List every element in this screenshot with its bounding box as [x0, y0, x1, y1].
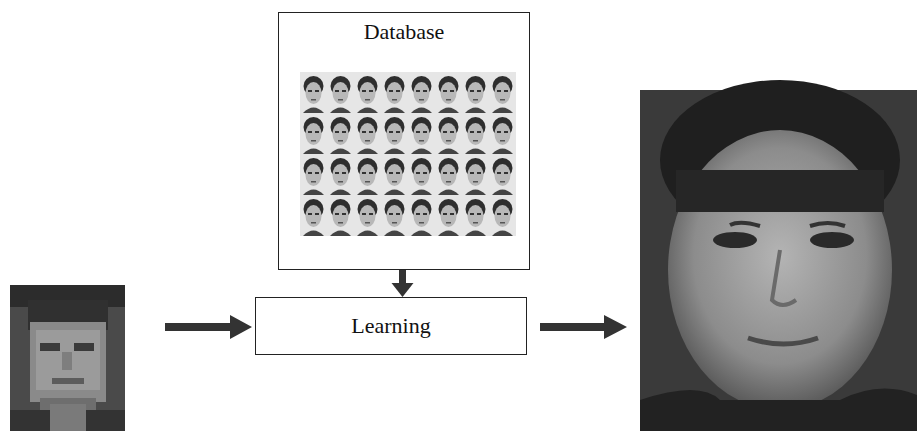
process-box: Learning [255, 297, 527, 355]
flow-arrow [540, 315, 627, 339]
node-label: Learning [351, 313, 430, 339]
node-label: Database [364, 19, 445, 45]
flow-arrow [165, 315, 252, 339]
input-face [10, 285, 125, 431]
output-face [640, 80, 917, 431]
database-box: Database [278, 12, 530, 270]
face-grid [300, 72, 516, 236]
flow-arrow [392, 270, 414, 297]
